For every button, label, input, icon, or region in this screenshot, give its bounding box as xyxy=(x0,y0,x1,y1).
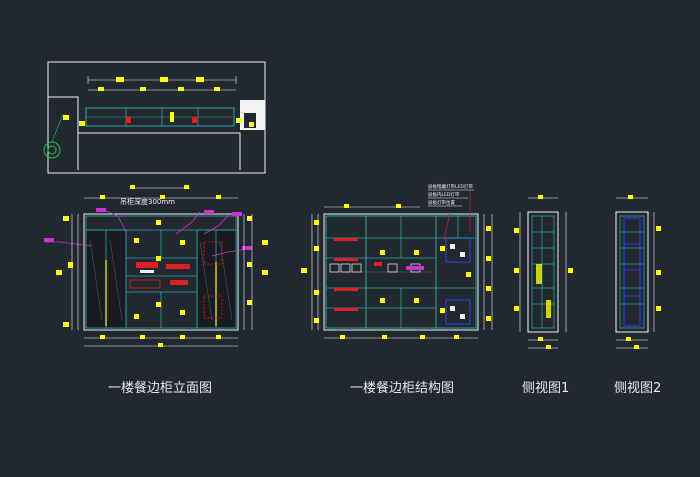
structure-note-3: 层板灯带位置 xyxy=(428,199,455,206)
structure-view: 层板暗藏灯带LED灯带 层板内LED灯带 层板灯带位置 xyxy=(301,183,493,339)
structure-note-1: 层板暗藏灯带LED灯带 xyxy=(428,183,473,190)
side-view-1 xyxy=(514,195,573,349)
caption-side-view-1: 侧视图1 xyxy=(522,381,570,396)
caption-elevation: 一楼餐边柜立面图 xyxy=(108,381,213,396)
elevation-left-glass-doors xyxy=(85,229,127,329)
elevation-view: 吊柜深度300mm xyxy=(44,185,268,347)
caption-side-view-2: 侧视图2 xyxy=(614,381,662,396)
elevation-depth-note: 吊柜深度300mm xyxy=(120,197,175,206)
elevation-right-glass-doors xyxy=(196,229,237,329)
side-view-2 xyxy=(615,195,661,349)
floor-plan-view xyxy=(43,61,266,174)
elevation-center-shelves xyxy=(86,229,236,328)
caption-structure: 一楼餐边柜结构图 xyxy=(350,381,455,396)
structure-note-2: 层板内LED灯带 xyxy=(428,191,460,198)
